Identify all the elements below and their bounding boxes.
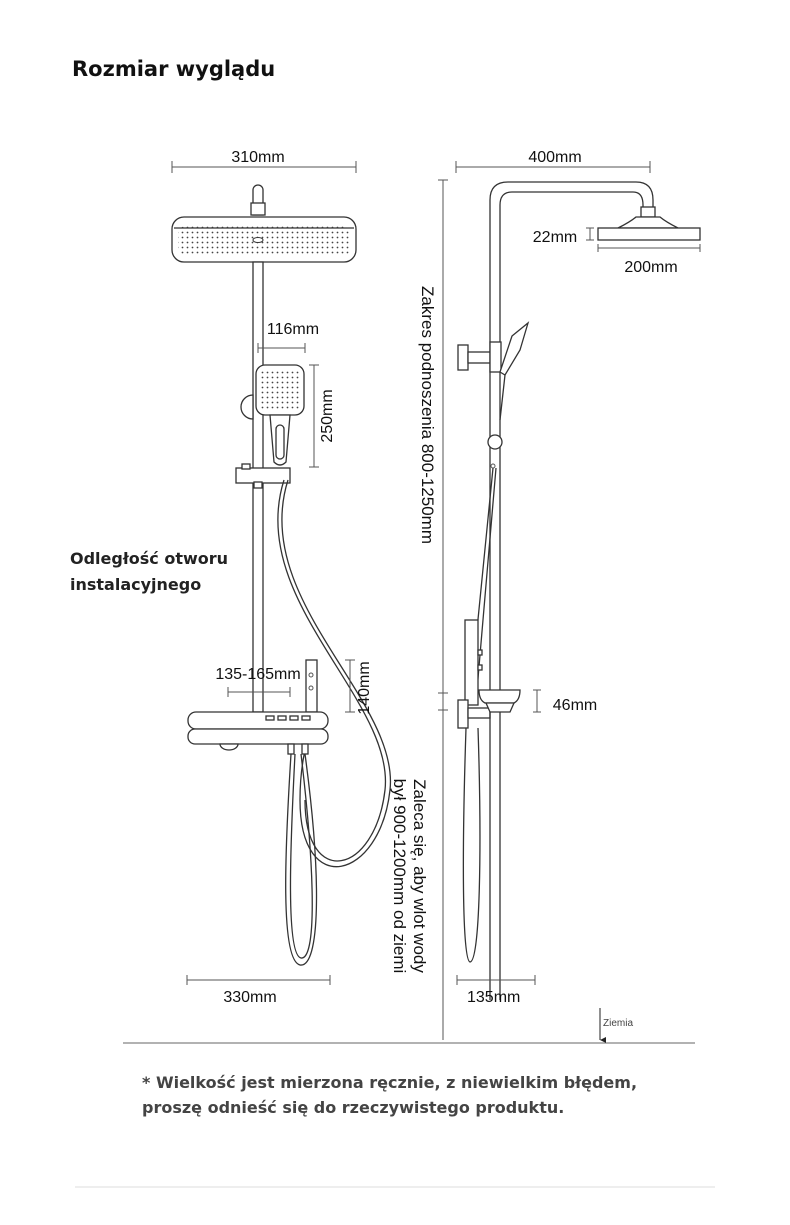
svg-text:140mm: 140mm [356, 661, 373, 714]
rain-shower-head [171, 216, 357, 263]
dimension-head-width: 310mm [171, 149, 357, 173]
side-riser-pipe [489, 181, 654, 705]
svg-text:250mm: 250mm [319, 389, 336, 442]
lower-hose [285, 753, 318, 966]
svg-text:Zakres podnoszenia 800-1250mm: Zakres podnoszenia 800-1250mm [418, 286, 437, 544]
install-hole-label-line1: Odległość otworu [70, 549, 228, 568]
ground-label: Ziemia [603, 1018, 633, 1029]
svg-text:400mm: 400mm [528, 149, 581, 166]
slider-bracket [235, 467, 291, 484]
side-head-dome [617, 216, 679, 229]
dimension-hole-distance: 135-165mm [215, 666, 301, 697]
front-view: 310mm 116mm 250mm [171, 149, 391, 1006]
dimension-wall-distance: 135mm [456, 975, 536, 1006]
page-title: Rozmiar wyglądu [72, 57, 275, 81]
dimension-head-thickness: 22mm [533, 227, 594, 246]
side-rain-head [597, 227, 701, 241]
dimension-hand-shower-height: 250mm [309, 364, 336, 468]
side-control-box [464, 619, 479, 706]
footnote-line2: proszę odnieść się do rzeczywistego prod… [142, 1098, 564, 1117]
side-view: 400mm 22mm 200mm [455, 149, 701, 1006]
dimension-head-diameter: 200mm [597, 244, 701, 276]
dimension-lift-range: Zakres podnoszenia 800-1250mm [418, 179, 448, 1040]
svg-text:116mm: 116mm [267, 321, 319, 338]
svg-text:46mm: 46mm [553, 697, 597, 714]
svg-text:22mm: 22mm [533, 229, 577, 246]
recommendation-line1: Zaleca się, aby wlot wody [410, 779, 429, 973]
slider-knob [487, 434, 503, 450]
footnote-line1: * Wielkość jest mierzona ręcznie, z niew… [142, 1073, 637, 1092]
side-soap-dish [478, 689, 521, 704]
side-lower-hose [462, 727, 481, 963]
dimension-spout-height: 140mm [345, 659, 373, 715]
dimension-hand-shower-offset: 116mm [257, 321, 319, 353]
hand-shower [240, 364, 305, 466]
svg-text:135mm: 135mm [467, 989, 520, 1006]
recommendation-line2: był 900-1200mm od ziemi [390, 779, 409, 974]
svg-text:200mm: 200mm [624, 259, 677, 276]
dimension-arm-length: 400mm [455, 149, 651, 173]
svg-text:135-165mm: 135-165mm [215, 666, 300, 683]
svg-text:310mm: 310mm [231, 149, 284, 166]
svg-text:330mm: 330mm [223, 989, 276, 1006]
dimension-shelf-height: 46mm [533, 689, 597, 714]
install-hole-label-line2: instalacyjnego [70, 575, 201, 594]
shower-hose [281, 479, 391, 868]
side-hand-shower [499, 321, 530, 376]
shelf-thermostat [187, 711, 329, 755]
dimension-shelf-width: 330mm [186, 975, 331, 1006]
